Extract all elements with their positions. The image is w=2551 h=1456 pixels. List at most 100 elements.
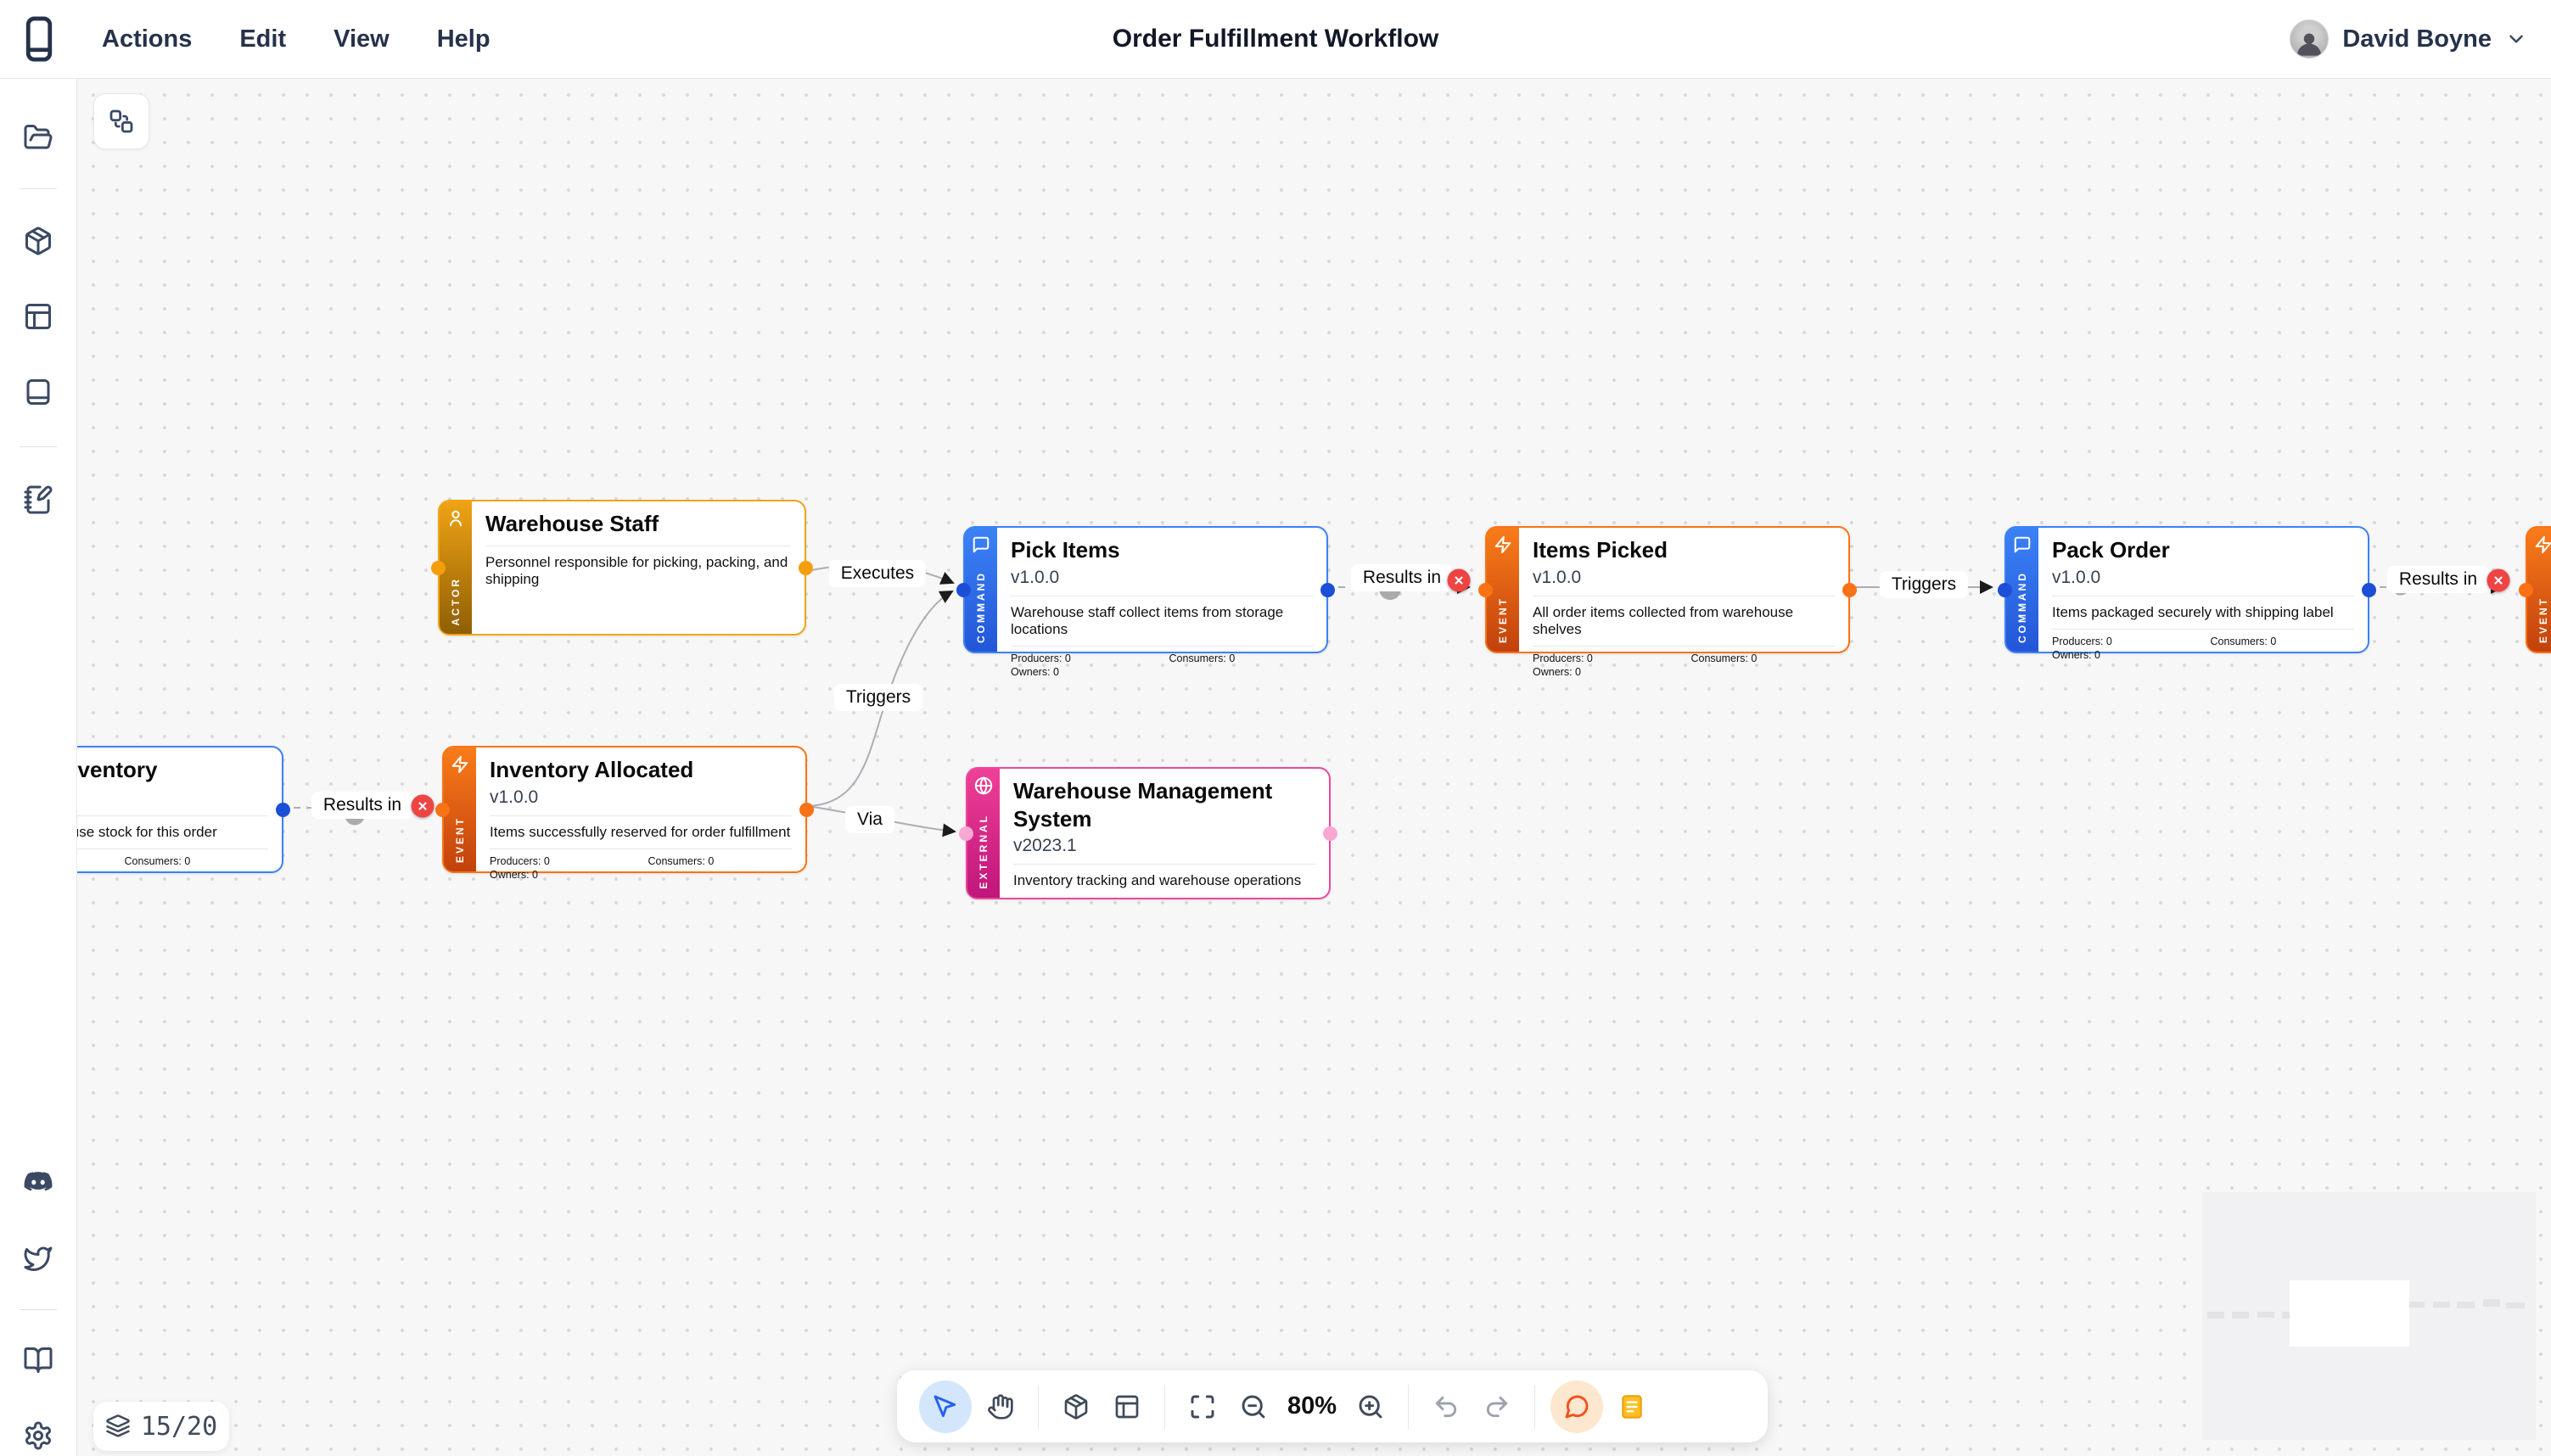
node-version: v1.0.0 — [76, 787, 268, 808]
connection-handle[interactable] — [276, 803, 290, 817]
menu-edit[interactable]: Edit — [239, 25, 287, 53]
notebook-pen-icon[interactable] — [18, 479, 59, 520]
rail-divider — [20, 1309, 57, 1310]
node-description: Reserve warehouse stock for this order — [76, 815, 268, 841]
book-open-icon[interactable] — [18, 1340, 59, 1380]
fit-view-button[interactable] — [1180, 1385, 1225, 1429]
edge-error-badge[interactable]: ✕ — [411, 794, 435, 818]
connection-handle[interactable] — [1998, 583, 2012, 597]
minimap[interactable] — [2202, 1192, 2536, 1440]
note-tool-button[interactable] — [1610, 1385, 1654, 1429]
edge-error-badge[interactable]: ✕ — [1447, 568, 1471, 592]
select-tool-button[interactable] — [919, 1380, 972, 1433]
node-description: Items successfully reserved for order fu… — [490, 815, 792, 841]
connection-handle[interactable] — [431, 561, 446, 575]
node-title: Pack Order — [2052, 537, 2170, 563]
app-logo-icon[interactable] — [20, 13, 58, 65]
edge-label-results-in[interactable]: Results in — [311, 792, 414, 819]
edge-label-via[interactable]: Via — [845, 806, 894, 833]
connection-handle[interactable] — [1842, 583, 1857, 597]
node-title: Reserve Inventory — [76, 757, 158, 782]
edge-label-results-in[interactable]: Results in — [1350, 564, 1454, 591]
node-inventory-allocated[interactable]: EVENT Inventory Allocated v1.0.0 Items s… — [435, 746, 814, 881]
zoom-out-button[interactable] — [1231, 1385, 1276, 1429]
user-menu[interactable]: David Boyne — [2290, 20, 2527, 59]
connection-handle[interactable] — [2519, 583, 2533, 597]
minimap-viewport[interactable] — [2290, 1280, 2409, 1347]
edge-label-triggers[interactable]: Triggers — [833, 684, 923, 711]
connection-handle[interactable] — [2362, 583, 2376, 597]
chat-bubble-icon — [2013, 535, 2032, 554]
node-type-label: EXTERNAL — [978, 814, 990, 889]
package-icon — [1064, 1393, 1088, 1420]
connection-handle[interactable] — [959, 826, 973, 841]
lightning-bolt-icon — [1494, 535, 1512, 554]
rail-divider — [20, 188, 57, 189]
layers-counter-badge[interactable]: 15/20 — [93, 1402, 229, 1451]
connection-handle[interactable] — [799, 803, 814, 817]
node-pack-order[interactable]: COMMAND Pack Order v1.0.0 Items packaged… — [1998, 526, 2376, 661]
add-resource-button[interactable] — [1054, 1385, 1098, 1429]
connection-handle[interactable] — [956, 583, 971, 597]
mouse-pointer-icon — [933, 1395, 956, 1417]
node-warehouse-management-system[interactable]: EXTERNAL Warehouse Management System v20… — [959, 767, 1337, 899]
node-next-event[interactable]: EVENT — [2519, 526, 2551, 653]
layout-button[interactable] — [1105, 1385, 1149, 1429]
menu-help[interactable]: Help — [436, 25, 491, 53]
node-version: v2023.1 — [1013, 836, 1077, 855]
edge-label-results-in[interactable]: Results in — [2386, 566, 2490, 593]
minimap-node — [2232, 1312, 2249, 1319]
connection-handle[interactable] — [1320, 583, 1335, 597]
node-type-label: EVENT — [2537, 596, 2549, 643]
discord-icon[interactable] — [18, 1162, 59, 1203]
zoom-in-button[interactable] — [1348, 1385, 1393, 1429]
node-reserve-inventory[interactable]: COMMAND Reserve Inventory v1.0.0 Reserve… — [76, 746, 290, 873]
node-warehouse-staff[interactable]: ACTOR Warehouse Staff Personnel responsi… — [431, 500, 813, 636]
comment-tool-button[interactable] — [1550, 1380, 1604, 1433]
node-title: Warehouse Management System — [1013, 778, 1273, 832]
panels-layout-icon — [1115, 1395, 1139, 1418]
minimap-node — [2257, 1312, 2274, 1318]
toolbar-divider — [1164, 1384, 1165, 1429]
flow-canvas[interactable]: Executes Results in Triggers Via Results… — [76, 78, 2551, 1456]
node-version: v1.0.0 — [1533, 567, 1582, 587]
node-pick-items[interactable]: COMMAND Pick Items v1.0.0 Warehouse staf… — [956, 526, 1335, 678]
menu-view[interactable]: View — [334, 25, 390, 53]
node-version: v1.0.0 — [1011, 567, 1060, 587]
twitter-icon[interactable] — [18, 1238, 59, 1279]
connection-handle[interactable] — [1323, 826, 1337, 841]
node-type-label: EVENT — [1497, 596, 1509, 643]
menu-actions[interactable]: Actions — [102, 25, 193, 53]
comment-bubble-icon — [1565, 1395, 1589, 1418]
node-description: All order items collected from warehouse… — [1533, 595, 1835, 638]
layers-icon — [106, 1414, 130, 1437]
book-icon[interactable] — [18, 372, 59, 412]
swap-nodes-icon — [109, 109, 133, 133]
swap-nodes-button[interactable] — [93, 93, 149, 149]
minimap-node — [2207, 1312, 2224, 1319]
connection-handle[interactable] — [1478, 583, 1493, 597]
avatar — [2290, 20, 2330, 59]
node-type-label: COMMAND — [2016, 571, 2028, 643]
folder-open-icon[interactable] — [18, 117, 59, 158]
node-title: Warehouse Staff — [485, 511, 659, 536]
connection-handle[interactable] — [435, 803, 450, 817]
settings-gear-icon[interactable] — [18, 1415, 59, 1456]
node-description: Warehouse staff collect items from stora… — [1011, 595, 1313, 638]
panels-layout-icon[interactable] — [18, 296, 59, 337]
package-icon[interactable] — [18, 221, 59, 261]
redo-icon — [1486, 1396, 1508, 1417]
edge-label-executes[interactable]: Executes — [828, 560, 927, 587]
hand-icon — [988, 1393, 1013, 1420]
pan-tool-button[interactable] — [978, 1385, 1023, 1429]
undo-button[interactable] — [1424, 1385, 1468, 1429]
redo-button[interactable] — [1475, 1385, 1519, 1429]
node-items-picked[interactable]: EVENT Items Picked v1.0.0 All order item… — [1478, 526, 1857, 678]
edge-label-triggers[interactable]: Triggers — [1879, 571, 1969, 598]
edge-error-badge[interactable]: ✕ — [2487, 568, 2510, 592]
connection-handle[interactable] — [799, 561, 813, 575]
